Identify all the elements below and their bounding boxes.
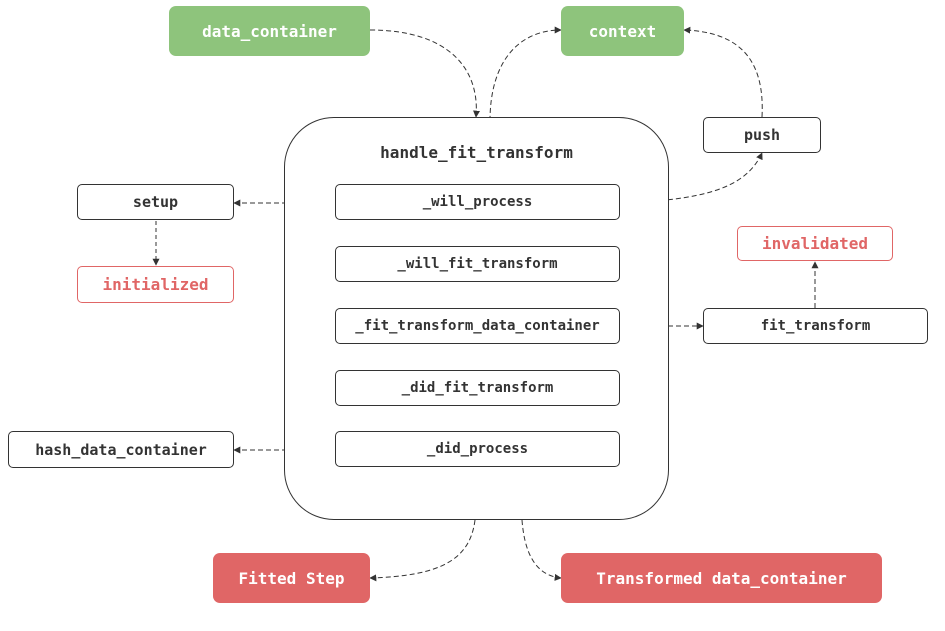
- hash-data-container-node: hash_data_container: [8, 431, 234, 468]
- push-node: push: [703, 117, 821, 153]
- context-input: context: [561, 6, 684, 56]
- step-will-fit-transform: _will_fit_transform: [335, 246, 620, 282]
- step-did-process: _did_process: [335, 431, 620, 467]
- fit-transform-node: fit_transform: [703, 308, 928, 344]
- container-title: handle_fit_transform: [380, 143, 573, 162]
- fitted-step-output: Fitted Step: [213, 553, 370, 603]
- edge-handle-to-context: [489, 26, 562, 122]
- edge-handle-to-fitted-step: [369, 519, 476, 582]
- invalidated-node: invalidated: [737, 226, 893, 261]
- step-did-fit-transform: _did_fit_transform: [335, 370, 620, 406]
- edge-push-to-context: [683, 26, 763, 118]
- initialized-node: initialized: [77, 266, 234, 303]
- step-fit-transform-data-container: _fit_transform_data_container: [335, 308, 620, 344]
- transformed-data-container-output: Transformed data_container: [561, 553, 882, 603]
- step-will-process: _will_process: [335, 184, 620, 220]
- edge-handle-to-transformed: [521, 519, 562, 581]
- data-container-input: data_container: [169, 6, 370, 56]
- setup-node: setup: [77, 184, 234, 220]
- edge-data-container-to-handle: [369, 29, 481, 118]
